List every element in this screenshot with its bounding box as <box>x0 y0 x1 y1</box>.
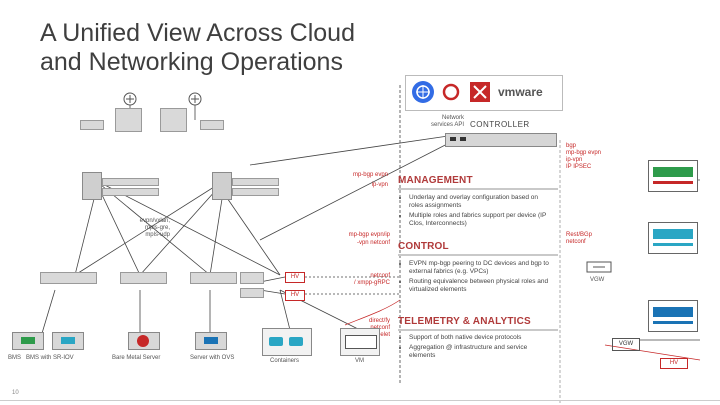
green-site-icon <box>648 160 698 192</box>
hv-badge: HV <box>285 290 305 301</box>
spine-chassis-icon <box>212 172 232 200</box>
telemetry-bullets: Support of both native device protocols … <box>400 334 550 362</box>
mp-bgp-evpn-ip-label: mp-bgp evpn/ip <box>348 232 390 238</box>
bgp-protocols-label: bgp mp-bgp evpn ip-vpn IP IPSEC <box>566 143 602 170</box>
control-bullet: Routing equivalence between physical rol… <box>409 278 550 294</box>
control-bullet: EVPN mp-bgp peering to DC devices and bg… <box>409 260 550 276</box>
telemetry-bullet: Support of both native device protocols <box>409 334 550 342</box>
vmware-logo: vmware <box>498 85 543 99</box>
vgw-router-icon <box>585 260 613 274</box>
leaf-switch-icon <box>240 272 264 284</box>
blue-site-icon <box>648 300 698 332</box>
telemetry-heading: TELEMETRY & ANALYTICS <box>398 316 531 327</box>
bms-sriov-label: BMS with SR-IOV <box>26 355 74 361</box>
evpn-vxlan-label: evpn/vxlan, mpls-gre, mpls-udp <box>139 218 170 238</box>
leaf-switch-icon <box>40 272 97 284</box>
slide-title: A Unified View Across Cloud and Networki… <box>40 19 400 77</box>
title-line-1: A Unified View Across Cloud <box>40 19 355 47</box>
ip-vpn-label: ip-vpn <box>371 182 388 188</box>
page-number: 10 <box>12 390 19 396</box>
containers-label: Containers <box>270 358 300 364</box>
vm-label: VM <box>355 358 364 364</box>
router-icon <box>188 92 202 106</box>
controller-label: CONTROLLER <box>470 120 530 129</box>
management-bullets: Underlay and overlay configuration based… <box>400 194 550 230</box>
spine-chassis-icon <box>82 172 102 200</box>
network-services-api-label: Network services API <box>430 115 464 128</box>
vpn-netconf-label: -vpn netconf <box>356 240 390 246</box>
hv-badge: HV <box>285 272 305 283</box>
netconf-grpc-label: netconf / xmpp-gRPC <box>353 273 390 286</box>
switch-icon <box>200 120 224 130</box>
divider <box>398 329 558 331</box>
vgw-badge: VGW <box>612 338 640 351</box>
vm-icon <box>340 328 380 356</box>
bare-metal-label: Bare Metal Server <box>112 355 161 361</box>
controller-appliance-icon <box>445 133 557 147</box>
divider <box>398 188 558 190</box>
spine-switch-icon <box>102 178 159 186</box>
rest-bgp-netconf-label: Rest/BGp netconf <box>566 232 593 245</box>
title-line-2: and Networking Operations <box>40 48 343 76</box>
bare-metal-server-icon <box>128 332 160 350</box>
leaf-switch-icon <box>120 272 167 284</box>
bms-sriov-server-icon <box>52 332 84 350</box>
router-icon <box>123 92 137 106</box>
redhat-openshift-logo-icon <box>470 82 490 102</box>
mp-bgp-label: mp-bgp evpn <box>352 172 388 178</box>
spine-switch-icon <box>232 178 279 186</box>
bms-label: BMS <box>8 355 22 361</box>
vgw-label: VGW <box>590 277 605 283</box>
footer-rule <box>0 400 720 401</box>
switch-icon <box>80 120 104 130</box>
router-chassis-icon <box>115 108 142 132</box>
teal-site-icon <box>648 222 698 254</box>
router-chassis-icon <box>160 108 187 132</box>
containers-icon <box>262 328 312 356</box>
telemetry-bullet: Aggregation @ infrastructure and service… <box>409 344 550 360</box>
bms-server-icon <box>12 332 44 350</box>
leaf-switch-icon <box>190 272 237 284</box>
control-bullets: EVPN mp-bgp peering to DC devices and bg… <box>400 260 550 296</box>
ovs-server-icon <box>195 332 227 350</box>
management-bullet: Underlay and overlay configuration based… <box>409 194 550 210</box>
leaf-switch-icon <box>240 288 264 298</box>
management-bullet: Multiple roles and fabrics support per d… <box>409 212 550 228</box>
orchestrator-logos: vmware <box>405 75 563 111</box>
control-heading: CONTROL <box>398 241 449 252</box>
spine-switch-icon <box>232 188 279 196</box>
server-ovs-label: Server with OVS <box>190 355 235 361</box>
divider <box>398 254 558 256</box>
spine-switch-icon <box>102 188 159 196</box>
management-heading: MANAGEMENT <box>398 175 473 186</box>
kubernetes-logo-icon <box>412 81 434 103</box>
openstack-logo-icon <box>442 83 460 101</box>
hv-badge: HV <box>660 358 688 369</box>
